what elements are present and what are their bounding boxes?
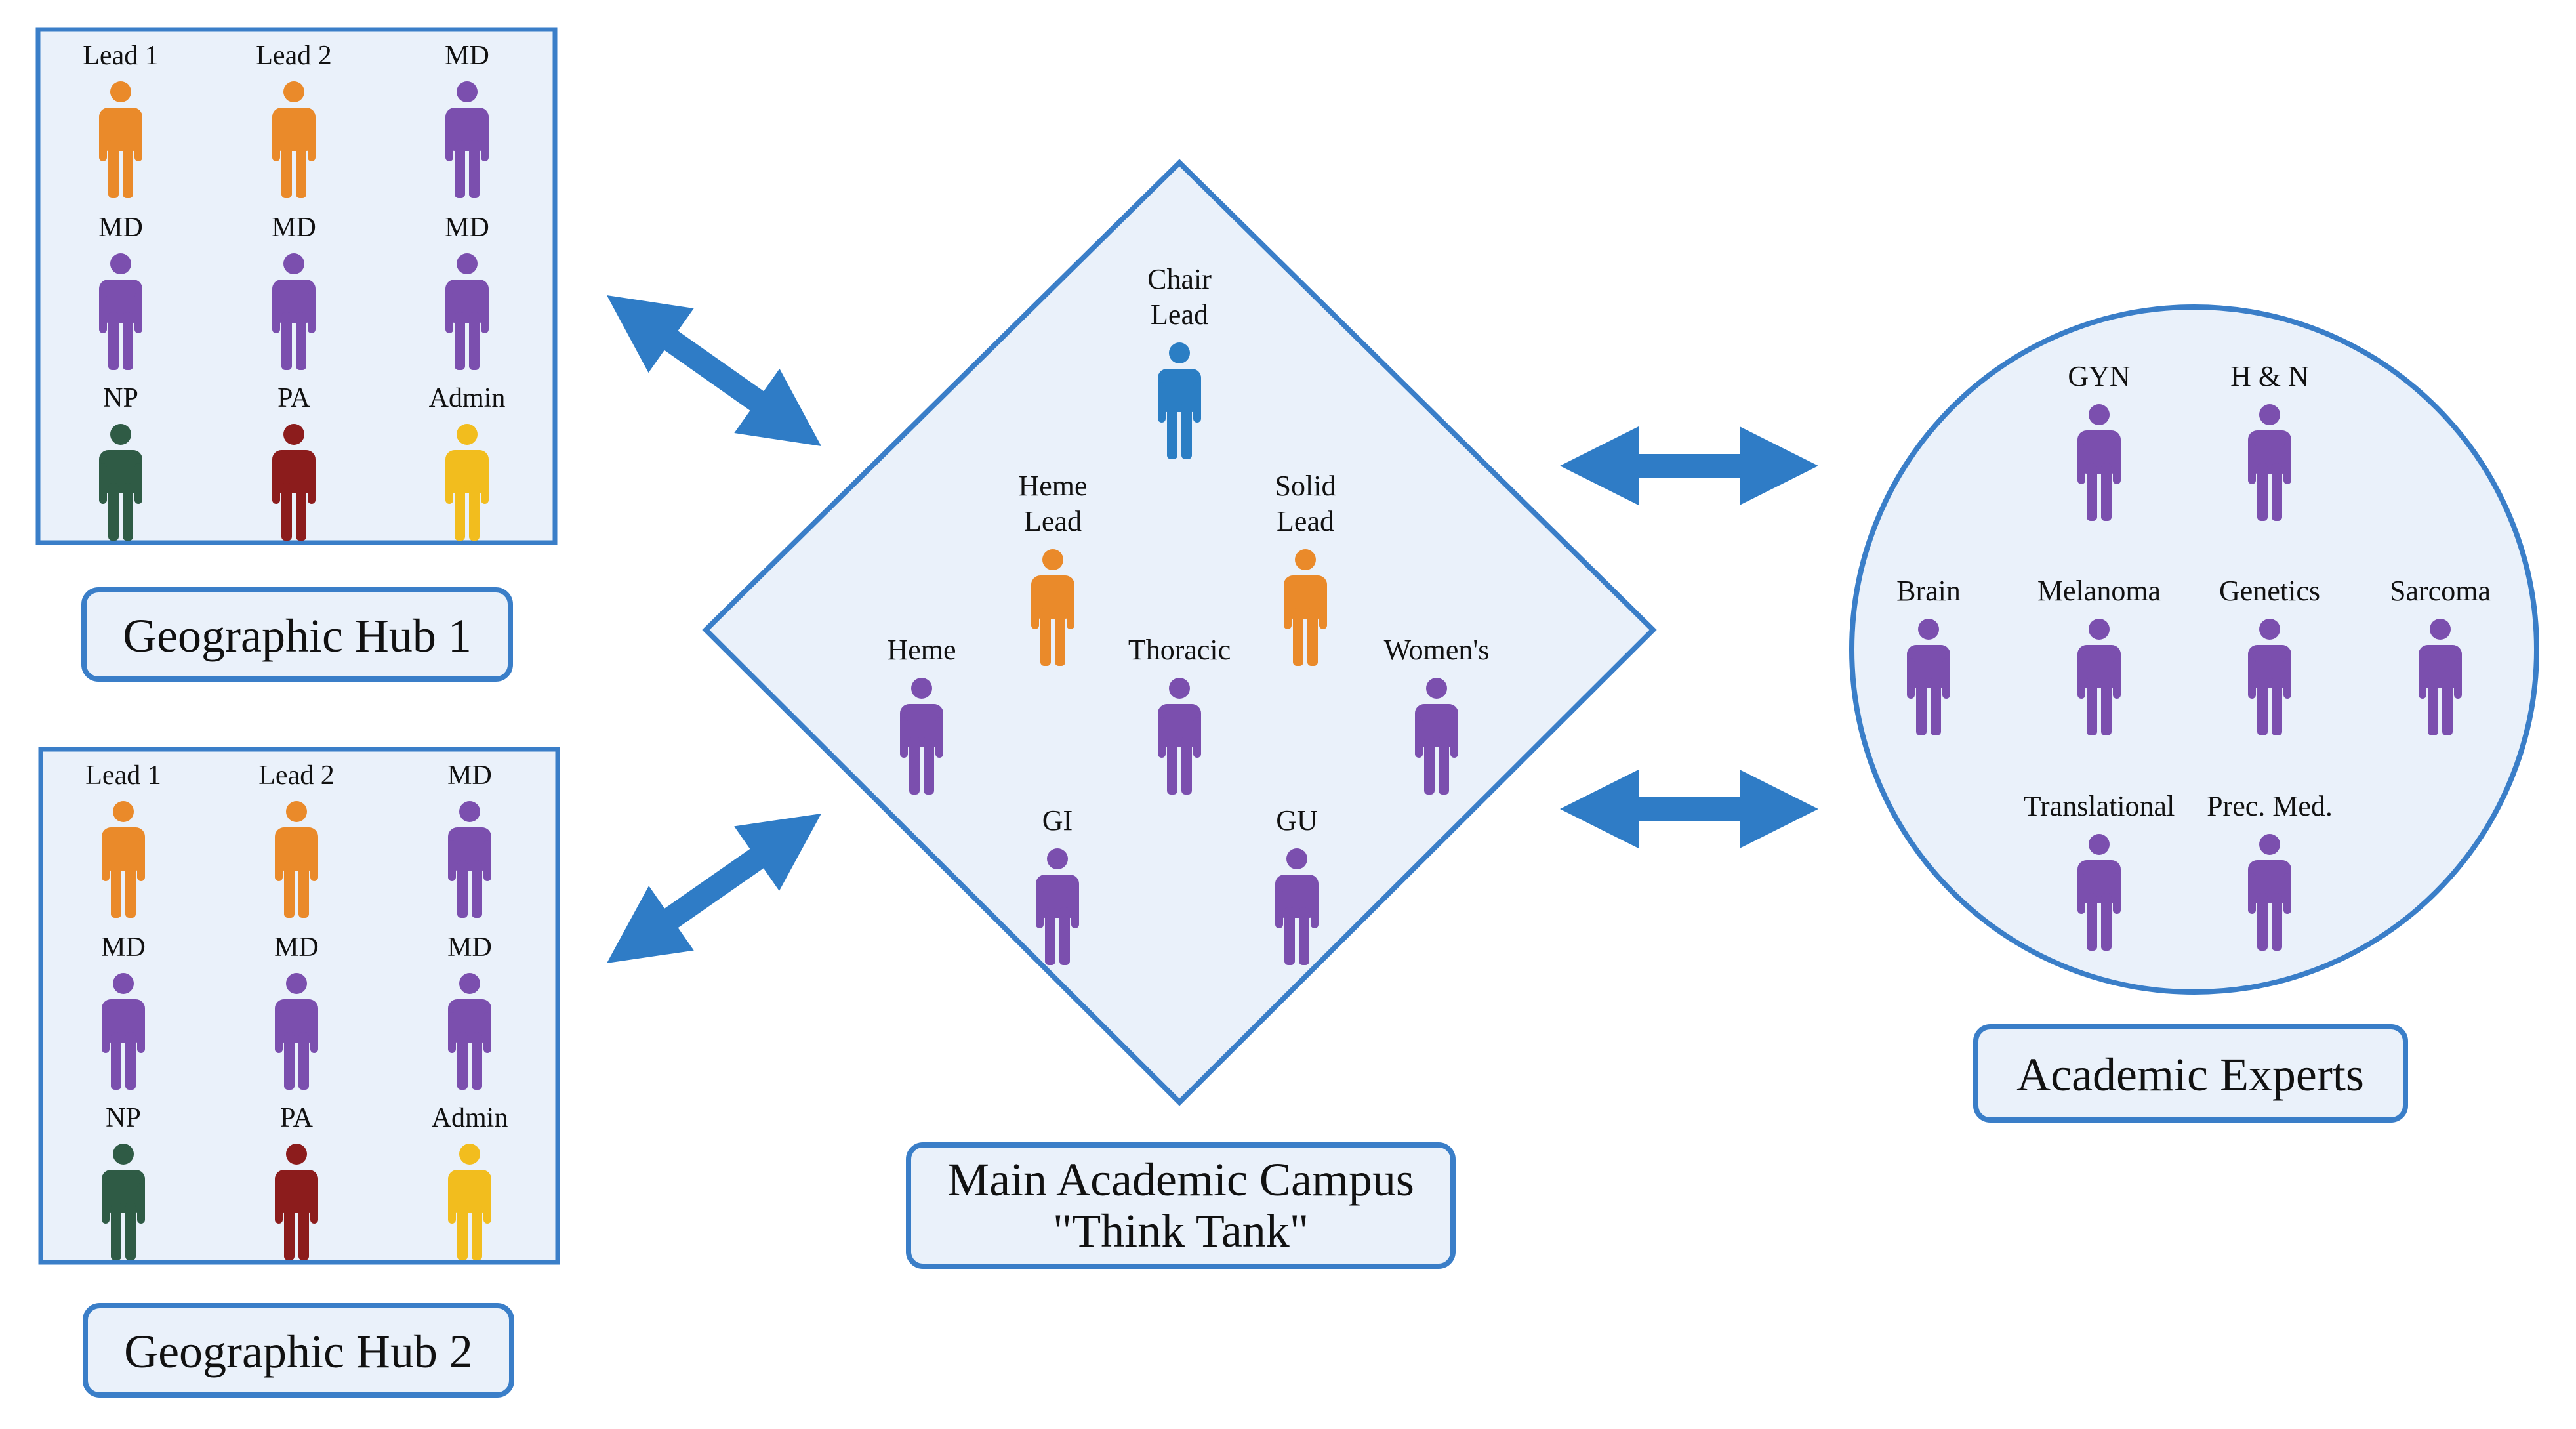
experts-members: GYN H & N Brain Melanoma Genetics SarcomaTran… [1896, 360, 2491, 951]
campus-member-label: Women's [1384, 634, 1490, 666]
hub1-member-label: Lead 1 [83, 41, 158, 71]
campus-label-line1: Main Academic Campus [947, 1153, 1414, 1206]
campus-person-icon [900, 678, 943, 795]
expert-member-label: GYN [2068, 360, 2130, 392]
hub1-member-label: MD [98, 213, 143, 243]
campus-person-icon [1158, 342, 1201, 459]
campus-person-icon [1031, 549, 1074, 666]
campus-member-label: Lead [1151, 299, 1208, 331]
expert-member-label: Sarcoma [2390, 575, 2491, 607]
hub2-member-label: Lead 1 [85, 760, 161, 791]
hub1-person-icon [445, 81, 489, 198]
hub2-member-label: MD [274, 932, 319, 963]
experts-label: Academic Experts [2016, 1048, 2364, 1101]
campus-member-label: GI [1042, 804, 1073, 837]
hub2-member-label: NP [106, 1103, 141, 1133]
hub2-person-icon [275, 1144, 318, 1260]
hub1-label: Geographic Hub 1 [123, 610, 472, 662]
hub1-person-icon [445, 424, 489, 541]
campus-person-icon [1036, 848, 1079, 965]
hub1-person-icon [445, 253, 489, 370]
campus-experts-arrow-top [1560, 426, 1818, 505]
campus-person-icon [1284, 549, 1327, 666]
hub2-member-label: PA [280, 1103, 314, 1133]
hub1-member-label: MD [272, 213, 316, 243]
expert-person-icon [2077, 619, 2121, 735]
connection-arrows [607, 295, 1818, 963]
expert-person-icon [2077, 834, 2121, 951]
hub2-group: Lead 1 Lead 2 MD MD MD MD NP PA Admin Geographic… [38, 747, 560, 1398]
campus-person-icon [1158, 678, 1201, 795]
hub1-member-label: PA [277, 383, 311, 413]
hub2-member-label: MD [101, 932, 146, 963]
hub1-person-icon [99, 253, 142, 370]
hub2-person-icon [448, 973, 491, 1090]
hub1-person-icon [272, 81, 316, 198]
campus-member-label: Lead [1277, 505, 1334, 537]
expert-member-label: Prec. Med. [2207, 790, 2333, 822]
hub1-member-label: Admin [429, 383, 506, 413]
hub2-person-icon [275, 973, 318, 1090]
expert-person-icon [2077, 404, 2121, 521]
campus-person-icon [1415, 678, 1458, 795]
expert-person-icon [2419, 619, 2462, 735]
campus-member-label: Heme [887, 634, 956, 666]
hub2-person-icon [275, 801, 318, 918]
experts-circle [1849, 304, 2539, 995]
expert-person-icon [2248, 619, 2291, 735]
expert-person-icon [1907, 619, 1950, 735]
expert-member-label: Melanoma [2037, 575, 2161, 607]
hub2-label-box [83, 1303, 514, 1398]
expert-person-icon [2248, 404, 2291, 521]
campus-member-label: GU [1276, 804, 1318, 837]
hub1-member-label: MD [445, 213, 489, 243]
campus-experts-arrow-bottom [1560, 770, 1818, 848]
hub2-person-icon [448, 801, 491, 918]
hub1-members: Lead 1 Lead 2 MD MD MD MD NP PA Admin [83, 41, 505, 541]
hub2-campus-arrow [607, 814, 821, 963]
campus-person-icon [1275, 848, 1319, 965]
campus-member-label: Lead [1024, 505, 1082, 537]
hub1-person-icon [272, 253, 316, 370]
hub2-member-label: Admin [432, 1103, 508, 1133]
hub1-campus-arrow [607, 295, 821, 446]
experts-group: GYN H & N Brain Melanoma Genetics SarcomaTran… [1849, 304, 2539, 1123]
campus-member-label: Thoracic [1128, 634, 1231, 666]
hub1-person-icon [272, 424, 316, 541]
hub1-group: Lead 1 Lead 2 MD MD MD MD NP PA Admin Geographic… [35, 27, 558, 682]
hub2-member-label: Lead 2 [258, 760, 334, 791]
hub2-person-icon [102, 1144, 145, 1260]
expert-member-label: Brain [1896, 575, 1961, 607]
hub2-member-label: MD [447, 932, 492, 963]
hub1-label-box [81, 587, 513, 682]
campus-member-label: Solid [1275, 470, 1336, 502]
campus-label-box [906, 1142, 1456, 1269]
hub2-person-icon [448, 1144, 491, 1260]
hub2-person-icon [102, 801, 145, 918]
campus-member-label: Chair [1147, 263, 1212, 295]
hub2-member-label: MD [447, 760, 492, 791]
expert-person-icon [2248, 834, 2291, 951]
campus-member-label: Heme [1018, 470, 1087, 502]
expert-member-label: Genetics [2219, 575, 2320, 607]
expert-member-label: H & N [2230, 360, 2309, 392]
hub2-members: Lead 1 Lead 2 MD MD MD MD NP PA Admin [85, 760, 508, 1260]
hub1-member-label: MD [445, 41, 489, 71]
hub1-member-label: Lead 2 [256, 41, 331, 71]
hub2-label: Geographic Hub 2 [124, 1325, 473, 1378]
campus-label-line2: "Think Tank" [1053, 1205, 1309, 1257]
hub1-person-icon [99, 81, 142, 198]
hub1-member-label: NP [103, 383, 138, 413]
hub2-person-icon [102, 973, 145, 1090]
hub1-person-icon [99, 424, 142, 541]
expert-member-label: Translational [2024, 790, 2175, 822]
experts-label-box [1973, 1024, 2408, 1123]
campus-diamond [702, 159, 1657, 1106]
